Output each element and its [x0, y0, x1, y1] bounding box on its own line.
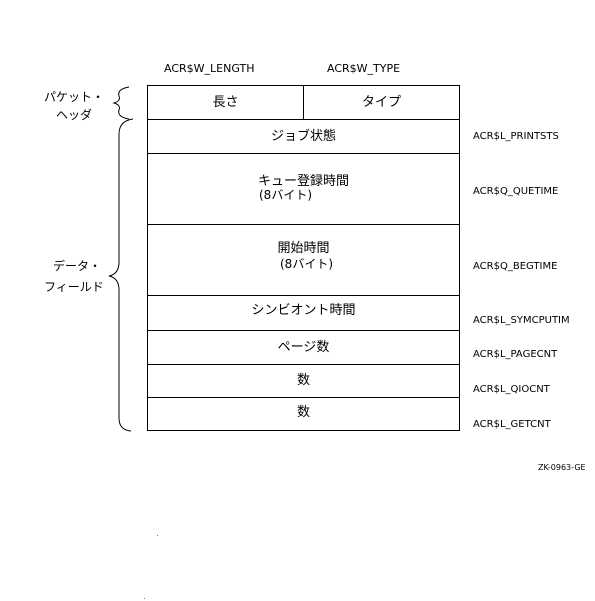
field-label: ジョブ状態	[270, 129, 336, 144]
field-row-printsts: ジョブ状態	[147, 119, 460, 154]
field-row-getcnt: 数	[147, 397, 460, 431]
field-name-qiocnt: ACR$L_QIOCNT	[473, 384, 550, 395]
field-sublabel: (8バイト)	[280, 257, 333, 271]
field-name-getcnt: ACR$L_GETCNT	[473, 419, 551, 430]
packet-header-label-line1: パケット・	[44, 90, 105, 104]
scan-speck	[157, 535, 158, 536]
type-cell: タイプ	[303, 85, 460, 120]
field-row-qiocnt: 数	[147, 364, 460, 398]
type-cell-label: タイプ	[361, 95, 401, 110]
field-name-quetime: ACR$Q_QUETIME	[473, 186, 559, 197]
data-field-label-line2: フィールド	[44, 280, 104, 294]
field-label: ページ数	[277, 340, 330, 355]
data-field-brace	[108, 118, 134, 432]
length-cell-label: 長さ	[212, 95, 239, 110]
scan-speck	[144, 598, 145, 599]
field-row-quetime: キュー登録時間 (8バイト)	[147, 153, 460, 225]
field-label: シンビオント時間	[251, 303, 356, 318]
field-name-begtime: ACR$Q_BEGTIME	[473, 261, 558, 272]
packet-header-brace	[112, 86, 130, 120]
field-label: 数	[296, 373, 310, 388]
field-name-pagecnt: ACR$L_PAGECNT	[473, 349, 558, 360]
field-row-pagecnt: ページ数	[147, 330, 460, 365]
data-field-label-line1: データ・	[53, 259, 102, 273]
field-name-symcputim: ACR$L_SYMCPUTIM	[473, 315, 570, 326]
field-label: キュー登録時間	[257, 174, 349, 189]
field-label: 開始時間	[277, 241, 330, 256]
field-row-begtime: 開始時間 (8バイト)	[147, 224, 460, 296]
column-header-type: ACR$W_TYPE	[327, 62, 401, 75]
field-sublabel: (8バイト)	[259, 188, 312, 202]
column-header-length: ACR$W_LENGTH	[164, 62, 255, 75]
field-name-printsts: ACR$L_PRINTSTS	[473, 131, 559, 142]
field-label: 数	[296, 405, 310, 420]
figure-code: ZK-0963-GE	[538, 463, 586, 472]
packet-header-label-line2: ヘッダ	[56, 108, 93, 122]
length-cell: 長さ	[147, 85, 304, 120]
field-row-symcputim: シンビオント時間	[147, 295, 460, 331]
